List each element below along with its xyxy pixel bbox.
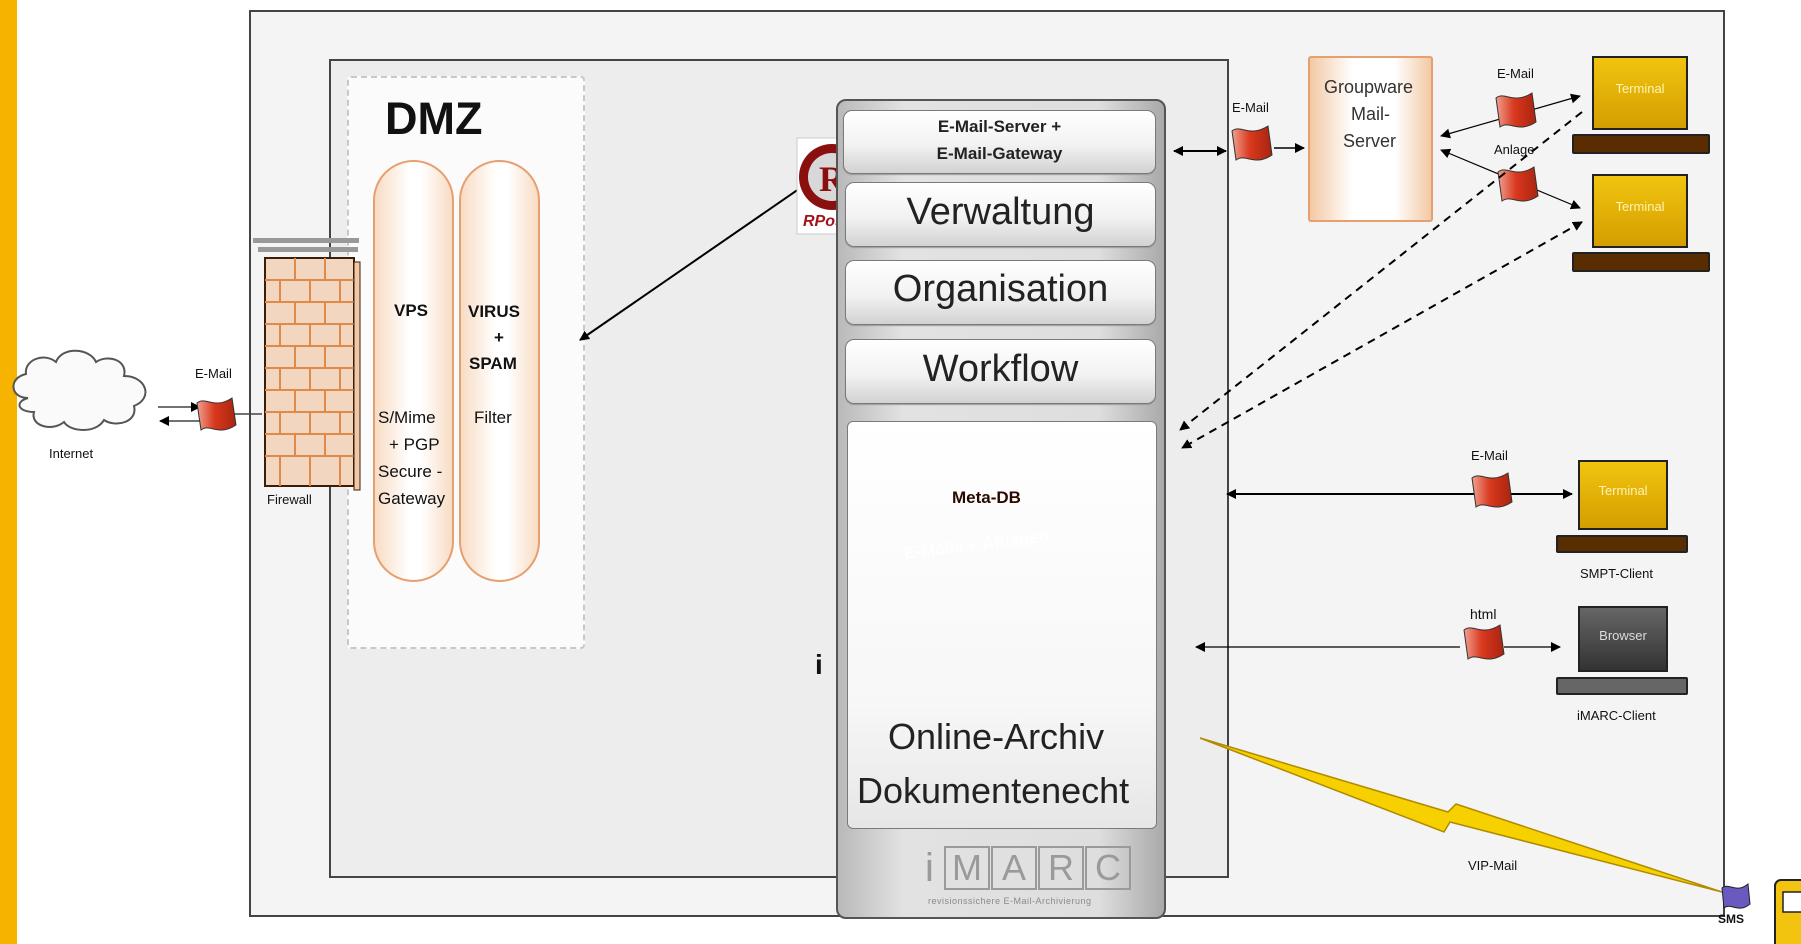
imarc-brand-prefix: i	[925, 846, 934, 890]
organisation-label: Organisation	[892, 268, 1109, 310]
virus-label-1: VIRUS	[468, 302, 520, 321]
vps-detail-1: S/Mime	[378, 408, 436, 427]
internet-cloud-icon	[12, 349, 147, 431]
imarc-brand-letter-a: A	[991, 846, 1037, 890]
mail-server-module: E-Mail-Server + E-Mail-Gateway	[843, 110, 1156, 174]
email-flag-gw-icon	[1495, 92, 1537, 128]
email-flag-top-icon	[1231, 125, 1273, 161]
terminal-3-keyboard	[1556, 535, 1688, 553]
stray-i-label: i	[815, 649, 823, 680]
mail-server-line1: E-Mail-Server +	[937, 117, 1062, 136]
vps-detail-3: Secure -	[378, 462, 443, 481]
vps-pill	[373, 160, 454, 582]
smtp-client-label: SMPT-Client	[1580, 566, 1653, 581]
firewall-icon	[253, 238, 361, 491]
organisation-module: Organisation	[845, 260, 1156, 325]
imarc-brand-letter-r: R	[1038, 846, 1084, 890]
archive-line2: Dokumentenecht	[857, 770, 1130, 811]
terminal-1-label: Terminal	[1615, 81, 1665, 96]
sms-flag-icon	[1721, 883, 1751, 910]
html-label: html	[1470, 606, 1497, 622]
imarc-brand-letter-c: C	[1085, 846, 1131, 890]
browser-label: Browser	[1599, 628, 1647, 643]
imarc-brand-r-text: R	[1048, 847, 1074, 888]
virus-detail: Filter	[474, 408, 512, 427]
email-top-label: E-Mail	[1232, 100, 1269, 115]
virus-spam-pill	[459, 160, 540, 582]
anlage-flag-icon	[1497, 166, 1539, 202]
online-archive-panel	[847, 421, 1157, 829]
verwaltung-label: Verwaltung	[906, 191, 1095, 233]
html-flag-icon	[1463, 624, 1505, 660]
left-accent-bar	[0, 0, 17, 944]
imarc-brand-letter-m: M	[944, 846, 990, 890]
terminal-3-label: Terminal	[1598, 483, 1648, 498]
imarc-brand-subtitle: revisionssichere E-Mail-Archivierung	[928, 896, 1092, 906]
vip-mail-lightning-icon	[1199, 737, 1723, 893]
groupware-line2: Mail-	[1351, 104, 1390, 124]
groupware-line1: Groupware	[1324, 77, 1414, 97]
terminal-1-screen: Terminal	[1592, 56, 1688, 130]
virus-label-2: +	[494, 328, 504, 347]
terminal-2-screen: Terminal	[1592, 174, 1688, 248]
imarc-client-label: iMARC-Client	[1577, 708, 1656, 723]
terminal-1-keyboard	[1572, 134, 1710, 154]
email-gw-label: E-Mail	[1497, 66, 1534, 81]
internet-label: Internet	[49, 446, 94, 461]
mobile-phone-icon	[1774, 879, 1801, 944]
email-left-label: E-Mail	[195, 366, 232, 381]
sms-label: SMS	[1718, 912, 1745, 926]
vps-label: VPS	[394, 301, 429, 320]
db-meta-label: Meta-DB	[952, 488, 1021, 507]
browser-keyboard	[1556, 677, 1688, 695]
imarc-brand-c-text: C	[1095, 847, 1121, 888]
imarc-brand-a-text: A	[1001, 847, 1026, 888]
terminal-2-label: Terminal	[1615, 199, 1665, 214]
vip-mail-label: VIP-Mail	[1468, 858, 1518, 873]
terminal-2-keyboard	[1572, 252, 1710, 272]
verwaltung-module: Verwaltung	[845, 182, 1156, 247]
workflow-module: Workflow	[845, 339, 1156, 404]
imarc-brand-m-text: M	[952, 847, 982, 888]
dmz-title: DMZ	[385, 93, 483, 144]
email-smtp-label: E-Mail	[1471, 448, 1508, 463]
firewall-label: Firewall	[267, 492, 312, 507]
email-flag-smtp-icon	[1471, 472, 1513, 508]
mail-server-line2: E-Mail-Gateway	[936, 144, 1063, 163]
anlage-label: Anlage	[1494, 142, 1535, 157]
vps-detail-2: + PGP	[389, 435, 440, 454]
browser-screen: Browser	[1578, 606, 1668, 672]
terminal-3-screen: Terminal	[1578, 460, 1668, 530]
workflow-label: Workflow	[922, 348, 1079, 390]
email-flag-left-icon	[196, 397, 237, 431]
archive-line1: Online-Archiv	[888, 716, 1105, 757]
groupware-line3: Server	[1343, 131, 1397, 151]
virus-label-3: SPAM	[469, 354, 517, 373]
vps-detail-4: Gateway	[378, 489, 446, 508]
groupware-mail-server	[1308, 56, 1433, 222]
